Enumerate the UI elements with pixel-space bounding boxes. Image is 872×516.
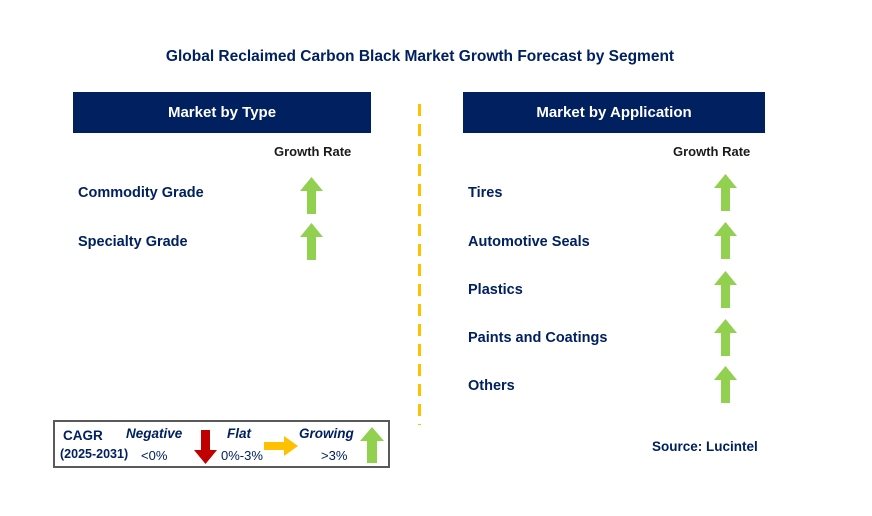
- segment-label-paints-and-coatings: Paints and Coatings: [468, 330, 608, 346]
- down-arrow-icon: [194, 430, 217, 464]
- segment-label-automotive-seals: Automotive Seals: [468, 234, 590, 250]
- segment-label-others: Others: [468, 378, 515, 394]
- right-arrow-icon: [264, 436, 298, 456]
- up-arrow-icon: [714, 271, 737, 308]
- segment-label-plastics: Plastics: [468, 282, 523, 298]
- legend-flat-range: 0%-3%: [221, 448, 263, 463]
- up-arrow-shape: [300, 177, 323, 214]
- cagr-legend: CAGR (2025-2031) Negative <0% Flat 0%-3%…: [53, 420, 390, 468]
- down-arrow-shape: [194, 430, 217, 464]
- segment-label-specialty-grade: Specialty Grade: [78, 234, 188, 250]
- legend-negative-label: Negative: [126, 426, 183, 441]
- panel-header-market-by-application: Market by Application: [463, 92, 765, 133]
- segment-label-tires: Tires: [468, 185, 503, 201]
- legend-cagr-label: CAGR: [63, 428, 103, 443]
- up-arrow-icon: [360, 427, 384, 463]
- up-arrow-shape: [714, 366, 737, 403]
- right-arrow-shape: [264, 436, 298, 456]
- up-arrow-icon: [714, 319, 737, 356]
- up-arrow-shape: [714, 222, 737, 259]
- segment-label-commodity-grade: Commodity Grade: [78, 185, 204, 201]
- up-arrow-shape: [714, 319, 737, 356]
- up-arrow-shape: [714, 174, 737, 211]
- up-arrow-shape: [300, 223, 323, 260]
- up-arrow-shape: [714, 271, 737, 308]
- up-arrow-icon: [714, 174, 737, 211]
- up-arrow-shape: [360, 427, 384, 463]
- legend-growing-label: Growing: [299, 426, 354, 441]
- up-arrow-icon: [714, 222, 737, 259]
- page-title: Global Reclaimed Carbon Black Market Gro…: [165, 48, 675, 65]
- up-arrow-icon: [300, 177, 323, 214]
- dashed-divider: [418, 104, 421, 425]
- growth-rate-label-type: Growth Rate: [274, 144, 352, 159]
- up-arrow-icon: [300, 223, 323, 260]
- legend-flat-label: Flat: [227, 426, 252, 441]
- legend-growing-range: >3%: [321, 448, 348, 463]
- source-attribution: Source: Lucintel: [652, 439, 758, 454]
- legend-cagr-period: (2025-2031): [60, 447, 129, 461]
- legend-negative-range: <0%: [141, 448, 168, 463]
- up-arrow-icon: [714, 366, 737, 403]
- growth-rate-label-application: Growth Rate: [673, 144, 751, 159]
- panel-header-market-by-type: Market by Type: [73, 92, 371, 133]
